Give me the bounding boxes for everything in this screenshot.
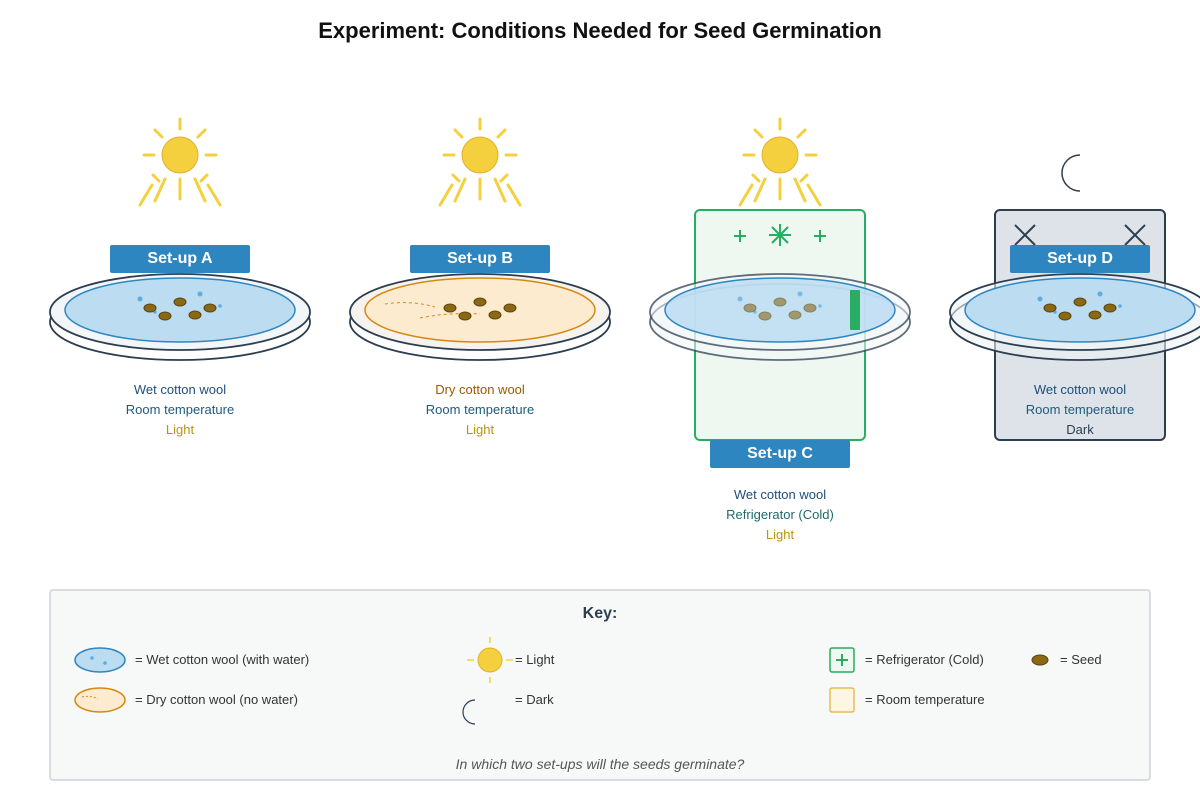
setup-c: [649, 117, 911, 441]
moon-icon: [462, 699, 476, 725]
seed-icon: [1031, 654, 1049, 666]
sun-icon: [438, 117, 522, 207]
petri-dish: [49, 273, 311, 361]
key-panel: [49, 589, 1151, 781]
setup-a-conditions: Wet cotton wool Room temperature Light: [60, 380, 300, 440]
fridge-handle: [850, 290, 860, 330]
temperature-condition: Room temperature: [425, 402, 535, 417]
sun-icon: [138, 117, 222, 207]
setup-b: [349, 117, 611, 361]
light-condition: Light: [765, 527, 795, 542]
dark-box-marks: [1014, 224, 1146, 246]
wool-condition: Wet cotton wool: [733, 487, 827, 502]
setup-c-conditions: Wet cotton wool Refrigerator (Cold) Ligh…: [660, 485, 900, 545]
key-seed-label: = Seed: [1060, 652, 1102, 667]
key-room-label: = Room temperature: [865, 692, 985, 707]
moon-icon: [1061, 154, 1081, 192]
wool-condition: Wet cotton wool: [1033, 382, 1127, 397]
setup-a-badge: Set-up A: [110, 245, 250, 273]
dry-cotton-wool: [364, 277, 596, 343]
sun-icon: [738, 117, 822, 207]
temperature-condition: Refrigerator (Cold): [726, 507, 834, 522]
setup-a: [49, 117, 311, 361]
setup-c-badge: Set-up C: [710, 440, 850, 468]
temperature-condition: Room temperature: [1025, 402, 1135, 417]
wool-condition: Wet cotton wool: [133, 382, 227, 397]
question-text: In which two set-ups will the seeds germ…: [455, 756, 745, 772]
key-title: Key:: [582, 605, 618, 622]
fridge-symbols: [734, 224, 826, 246]
light-condition: Light: [465, 422, 495, 437]
light-condition: Dark: [1066, 422, 1094, 437]
room-temp-icon: [829, 687, 855, 713]
setup-b-conditions: Dry cotton wool Room temperature Light: [360, 380, 600, 440]
temperature-condition: Room temperature: [125, 402, 235, 417]
key-wet-label: = Wet cotton wool (with water): [135, 652, 310, 667]
page-title: Experiment: Conditions Needed for Seed G…: [318, 18, 882, 43]
petri-dish: [349, 273, 611, 361]
key-dry-label: = Dry cotton wool (no water): [135, 692, 298, 707]
light-condition: Light: [165, 422, 195, 437]
setup-d-badge: Set-up D: [1010, 245, 1150, 273]
petri-dish: [649, 273, 911, 361]
dry-wool-key-icon: [74, 687, 126, 713]
sun-icon: [467, 637, 513, 683]
wool-condition: Dry cotton wool: [435, 382, 525, 397]
key-fridge-label: = Refrigerator (Cold): [865, 652, 984, 667]
setup-b-badge: Set-up B: [410, 245, 550, 273]
wet-cotton-wool: [64, 277, 296, 343]
wet-cotton-wool: [964, 277, 1196, 343]
petri-dish: [949, 273, 1200, 361]
fridge-icon: [829, 647, 855, 673]
wet-cotton-wool: [664, 277, 896, 343]
key-dark-label: = Dark: [515, 692, 554, 707]
wet-wool-key-icon: [74, 647, 126, 673]
key-light-label: = Light: [515, 652, 555, 667]
setup-d-conditions: Wet cotton wool Room temperature Dark: [960, 380, 1200, 440]
